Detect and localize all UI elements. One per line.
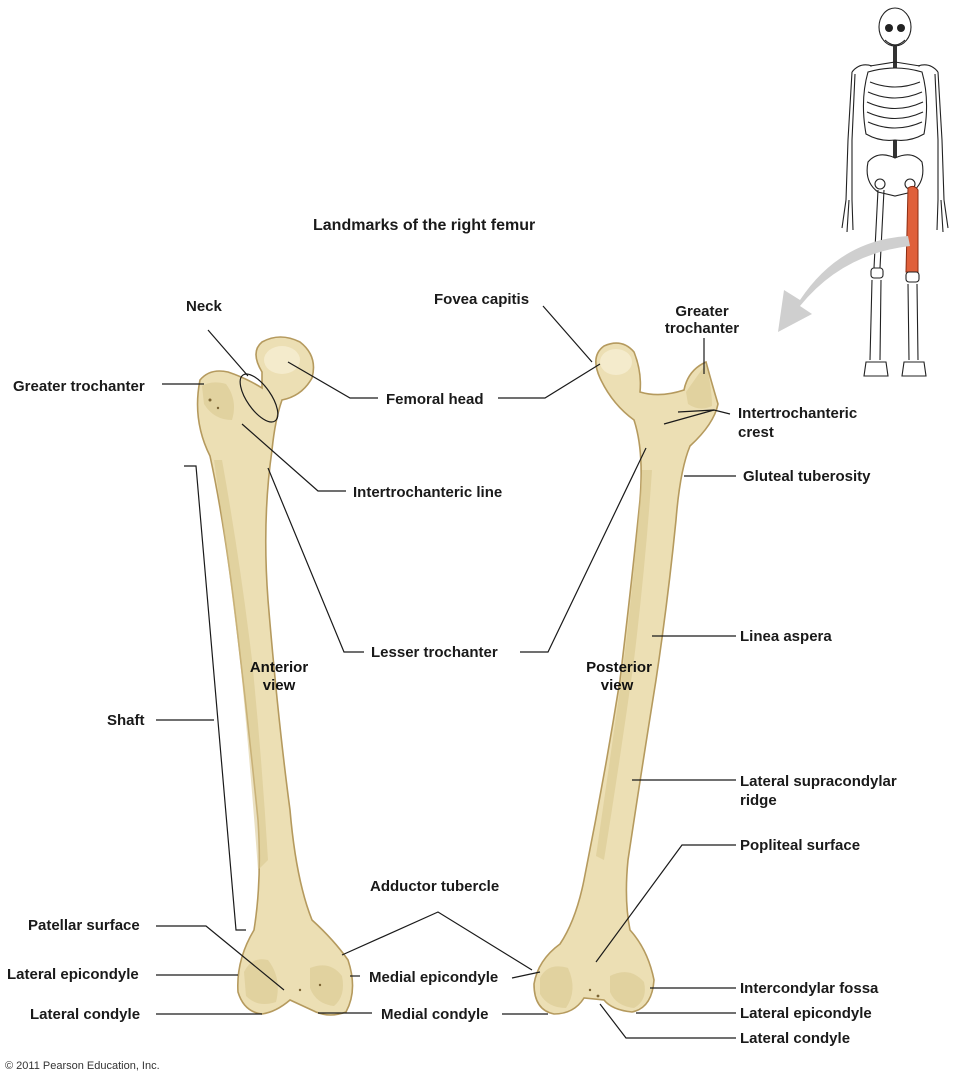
anterior-view-caption-2: view bbox=[263, 677, 296, 694]
label-lesser-trochanter: Lesser trochanter bbox=[371, 644, 498, 661]
label-patellar-surface: Patellar surface bbox=[28, 917, 140, 934]
posterior-view-caption-1: Posterior bbox=[586, 659, 652, 676]
label-lateral-condyle-posterior: Lateral condyle bbox=[740, 1030, 850, 1047]
label-adductor-tubercle: Adductor tubercle bbox=[370, 878, 499, 895]
label-greater-trochanter-anterior: Greater trochanter bbox=[13, 378, 145, 395]
anterior-view-caption-1: Anterior bbox=[250, 659, 309, 676]
label-fovea-capitis: Fovea capitis bbox=[434, 291, 529, 308]
pointer-arrow bbox=[778, 236, 910, 332]
label-lateral-epicondyle-posterior: Lateral epicondyle bbox=[740, 1005, 872, 1022]
posterior-view-caption-2: view bbox=[601, 677, 634, 694]
label-femoral-head: Femoral head bbox=[386, 391, 484, 408]
label-intertrochanteric-crest-2: crest bbox=[738, 424, 774, 441]
label-popliteal-surface: Popliteal surface bbox=[740, 837, 860, 854]
posterior-femur bbox=[533, 342, 719, 1015]
label-lateral-epicondyle-anterior: Lateral epicondyle bbox=[7, 966, 139, 983]
copyright-notice: © 2011 Pearson Education, Inc. bbox=[5, 1060, 160, 1072]
diagram-title: Landmarks of the right femur bbox=[313, 217, 535, 234]
label-greater-trochanter-posterior-2: trochanter bbox=[665, 320, 739, 337]
anterior-femur bbox=[196, 336, 354, 1016]
label-intertrochanteric-crest-1: Intertrochanteric bbox=[738, 405, 857, 422]
label-lateral-supracondylar-ridge-2: ridge bbox=[740, 792, 777, 809]
label-gluteal-tuberosity: Gluteal tuberosity bbox=[743, 468, 871, 485]
label-lateral-supracondylar-ridge-1: Lateral supracondylar bbox=[740, 773, 897, 790]
label-intertrochanteric-line: Intertrochanteric line bbox=[353, 484, 502, 501]
label-medial-epicondyle: Medial epicondyle bbox=[369, 969, 498, 986]
label-intercondylar-fossa: Intercondylar fossa bbox=[740, 980, 879, 997]
label-neck: Neck bbox=[186, 298, 223, 315]
anterior-leaders bbox=[156, 329, 533, 1015]
posterior-leaders bbox=[498, 305, 736, 1039]
label-lateral-condyle-anterior: Lateral condyle bbox=[30, 1006, 140, 1023]
label-greater-trochanter-posterior-1: Greater bbox=[675, 303, 729, 320]
label-linea-aspera: Linea aspera bbox=[740, 628, 832, 645]
label-medial-condyle: Medial condyle bbox=[381, 1006, 489, 1023]
skeleton-inset bbox=[841, 7, 949, 377]
label-shaft: Shaft bbox=[107, 712, 145, 729]
